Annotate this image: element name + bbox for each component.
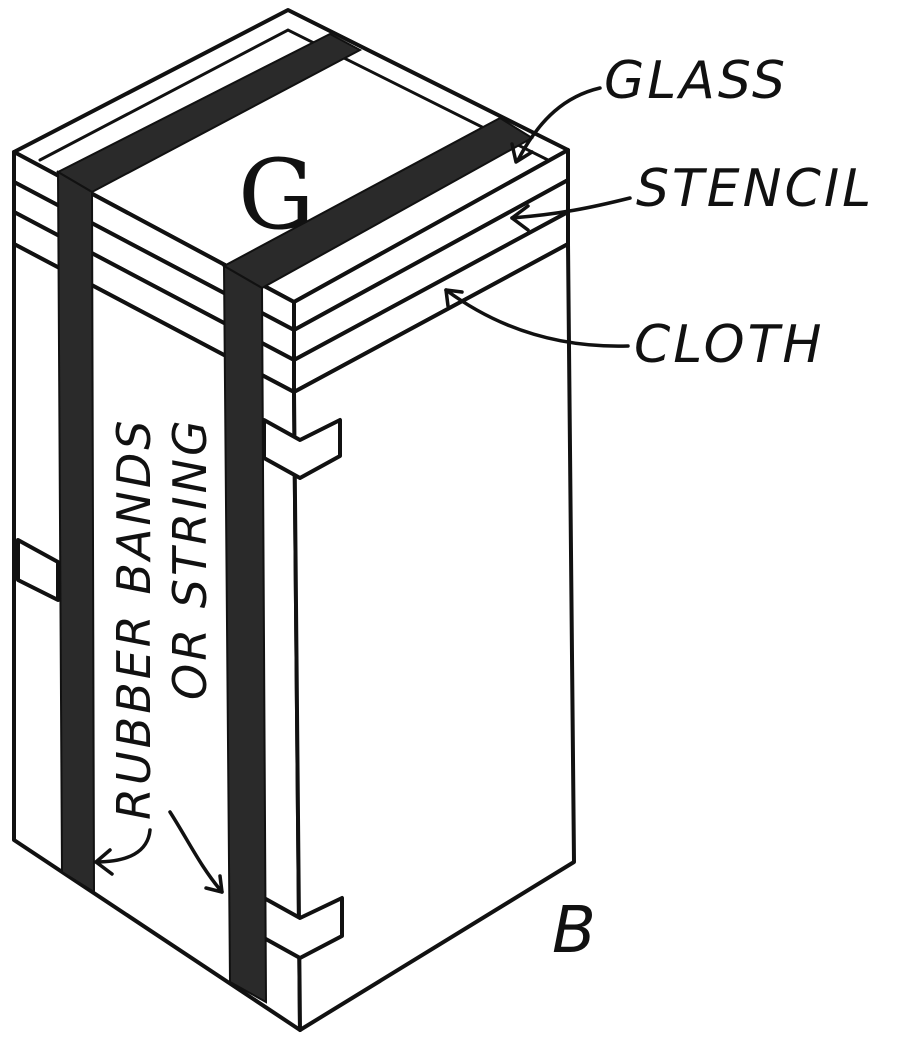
- glass-label: GLASS: [604, 51, 788, 111]
- tab-upper: [262, 418, 342, 480]
- stencil-arrowhead: [510, 204, 530, 232]
- glass-inner-border: [38, 28, 550, 162]
- cloth-label: CLOTH: [634, 315, 824, 375]
- band-left-arrow: [94, 828, 152, 864]
- tab-left: [16, 538, 60, 602]
- stencil-label: STENCIL: [636, 159, 874, 219]
- band-left-arrowhead: [94, 848, 114, 876]
- band-right-arrowhead: [204, 874, 224, 894]
- band-right-down: [222, 264, 268, 1004]
- glass-arrowhead: [510, 142, 534, 164]
- band-right-arrow: [168, 810, 224, 894]
- glass-arrow: [516, 86, 602, 162]
- band-left-down: [56, 170, 96, 894]
- stencil-letter: G: [238, 139, 315, 251]
- figure-letter: B: [552, 894, 596, 968]
- rubber-bands-label-line2: OR STRING: [163, 417, 217, 700]
- rubber-bands-label-line1: RUBBER BANDS: [107, 418, 161, 820]
- stencil-arrow: [510, 196, 632, 220]
- rubber-bands: [55, 32, 534, 1004]
- cloth-arrowhead: [444, 288, 464, 308]
- block-right-face: [292, 242, 576, 1032]
- callout-arrows: [94, 86, 632, 894]
- tabs: [16, 418, 344, 960]
- rubber-bands-label: RUBBER BANDS OR STRING: [107, 417, 217, 820]
- cloth-arrow: [444, 288, 630, 348]
